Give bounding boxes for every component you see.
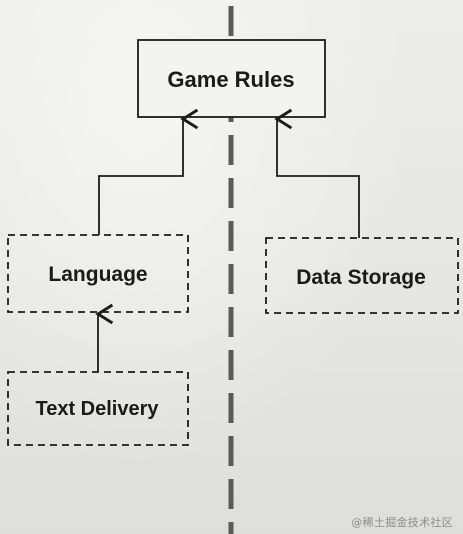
data-storage-label: Data Storage: [296, 266, 426, 289]
game-rules-box: [137, 39, 326, 118]
language-box: [7, 234, 189, 313]
game-rules-label: Game Rules: [167, 67, 294, 92]
arrow-data-storage-to-game-rules: [274, 108, 360, 238]
watermark-text: @稀土掘金技术社区: [351, 516, 453, 529]
game-rules-node: Game Rules: [137, 39, 326, 118]
data-storage-node: Data Storage: [265, 237, 459, 314]
data-storage-box: [265, 237, 459, 314]
arrow-language-to-game-rules: [98, 108, 199, 235]
text-delivery-label: Text Delivery: [35, 398, 159, 420]
language-node: Language: [7, 234, 189, 313]
language-label: Language: [48, 263, 147, 286]
text-delivery-node: Text Delivery: [7, 371, 189, 446]
